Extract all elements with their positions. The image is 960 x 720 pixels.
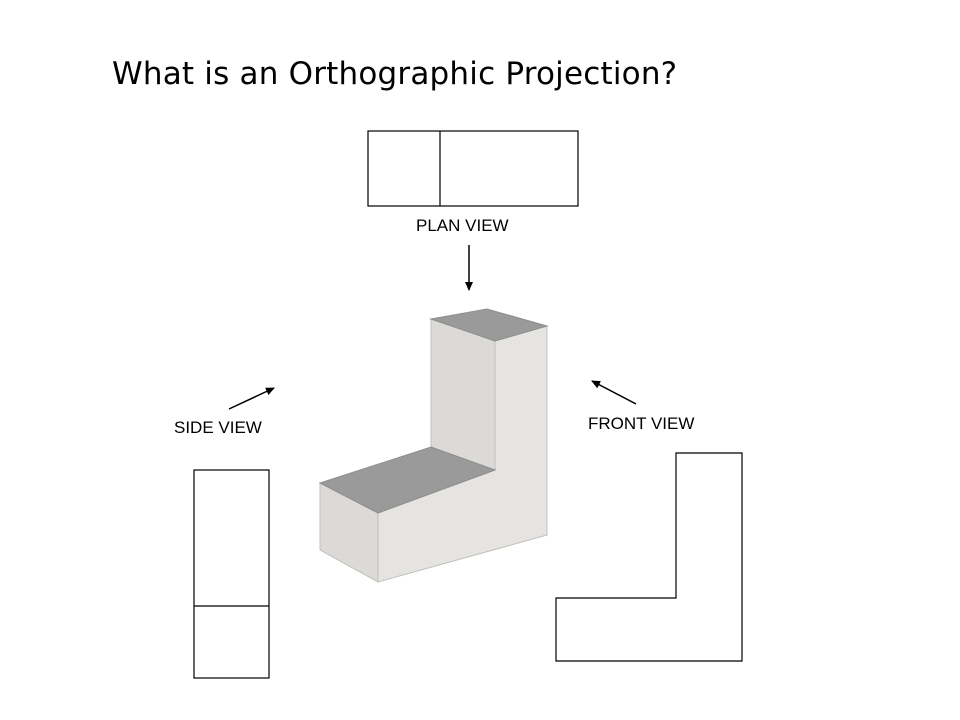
front-view-drawing [555, 452, 743, 662]
side-view-label: SIDE VIEW [174, 418, 262, 437]
l-shaped-solid [318, 308, 549, 583]
plan-view-label: PLAN VIEW [416, 216, 509, 235]
solid-column-top-face [429, 308, 549, 342]
solid-base-top-face [318, 446, 497, 514]
front-view-label: FRONT VIEW [588, 414, 695, 433]
side-view-outline [193, 469, 270, 679]
side-view-arrow [228, 387, 275, 410]
page-title: What is an Orthographic Projection? [112, 56, 678, 92]
solid-column-front-face [430, 318, 496, 471]
plan-view-drawing [367, 130, 579, 207]
front-view-arrow [591, 380, 637, 405]
side-view-drawing [193, 469, 270, 679]
plan-view-outline [367, 130, 579, 207]
